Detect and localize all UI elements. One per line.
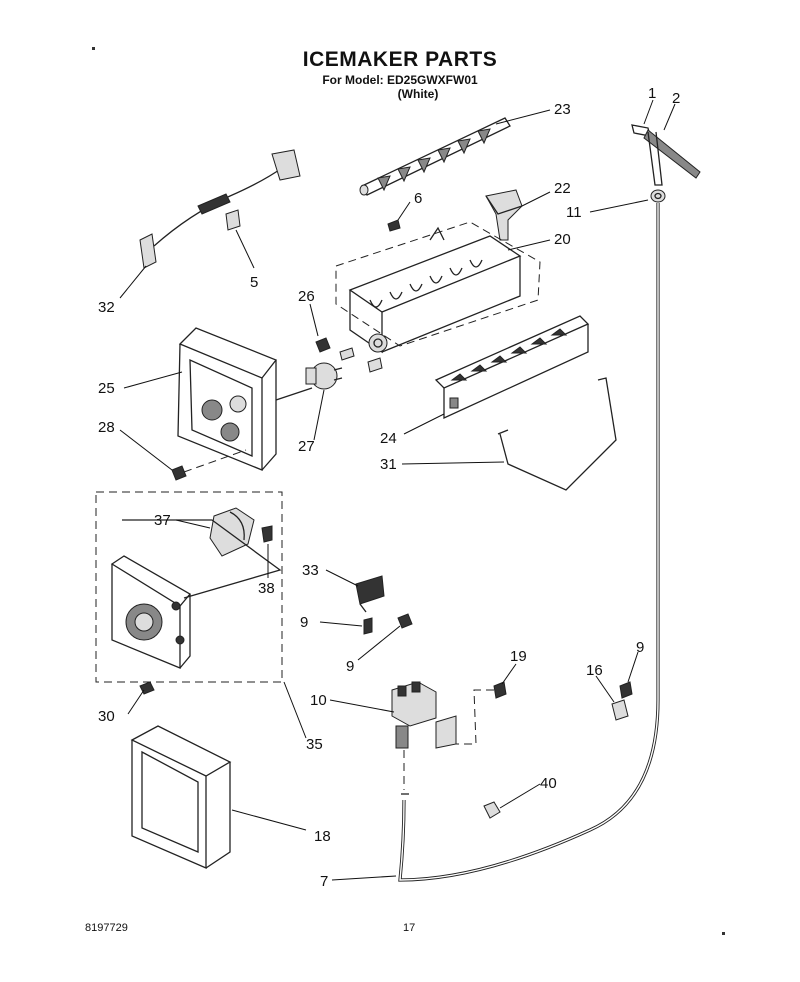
page-title: ICEMAKER PARTS — [302, 48, 498, 71]
callout-11: 11 — [566, 204, 582, 221]
part-motor — [122, 507, 282, 599]
callout-31: 31 — [380, 456, 397, 473]
part-water-valve — [391, 681, 457, 790]
part-control-housing — [177, 327, 313, 471]
callout-9: 9 — [300, 614, 308, 631]
callout-16: 16 — [586, 662, 603, 679]
callout-2: 2 — [672, 90, 680, 107]
leader-lines — [119, 99, 676, 881]
callout-38: 38 — [258, 580, 275, 597]
mold-assembly-outline — [335, 221, 541, 347]
callout-9: 9 — [346, 658, 354, 675]
callout-33: 33 — [302, 562, 319, 579]
callout-23: 23 — [554, 101, 571, 118]
motor-assembly-outline — [95, 491, 283, 683]
callout-22: 22 — [554, 180, 571, 197]
callout-27: 27 — [298, 438, 315, 455]
callout-35: 35 — [306, 736, 323, 753]
callout-7: 7 — [320, 873, 328, 890]
part-screw-28 — [171, 449, 247, 481]
part-screw-9 — [363, 613, 633, 699]
callout-1: 1 — [648, 85, 656, 102]
callout-9: 9 — [636, 639, 644, 656]
part-nut — [483, 801, 501, 819]
callout-26: 26 — [298, 288, 315, 305]
part-mold-spout — [485, 189, 523, 241]
part-wire-harness — [139, 149, 301, 269]
part-fill-cup — [631, 124, 701, 203]
part-screw-38 — [261, 525, 273, 543]
part-stripper — [434, 315, 590, 420]
callout-25: 25 — [98, 380, 115, 397]
part-screw-19 — [452, 681, 507, 745]
callout-6: 6 — [414, 190, 422, 207]
callout-10: 10 — [310, 692, 327, 709]
callout-19: 19 — [510, 648, 527, 665]
part-water-tube — [398, 203, 660, 882]
part-pad — [130, 725, 232, 869]
part-gear-plate — [110, 555, 191, 669]
margin-mark — [92, 47, 95, 50]
callout-5: 5 — [250, 274, 258, 291]
callout-30: 30 — [98, 708, 115, 725]
callout-32: 32 — [98, 299, 115, 316]
part-ice-mold — [339, 226, 522, 373]
document-number: 8197729 — [85, 922, 128, 934]
callout-18: 18 — [314, 828, 331, 845]
callout-28: 28 — [98, 419, 115, 436]
callout-37: 37 — [154, 512, 171, 529]
part-ejector — [359, 117, 511, 196]
model-line: For Model: ED25GWXFW01 — [322, 73, 478, 87]
callout-24: 24 — [380, 430, 397, 447]
part-shutoff-arm — [497, 377, 617, 491]
part-thermostat — [305, 337, 343, 390]
part-tube-clamp — [611, 699, 629, 721]
color-line: (White) — [397, 87, 439, 101]
margin-mark — [722, 932, 725, 935]
part-bracket — [355, 575, 385, 613]
callout-20: 20 — [554, 231, 571, 248]
part-screw-6 — [387, 219, 401, 232]
page-number: 17 — [403, 922, 416, 934]
callout-40: 40 — [540, 775, 557, 792]
